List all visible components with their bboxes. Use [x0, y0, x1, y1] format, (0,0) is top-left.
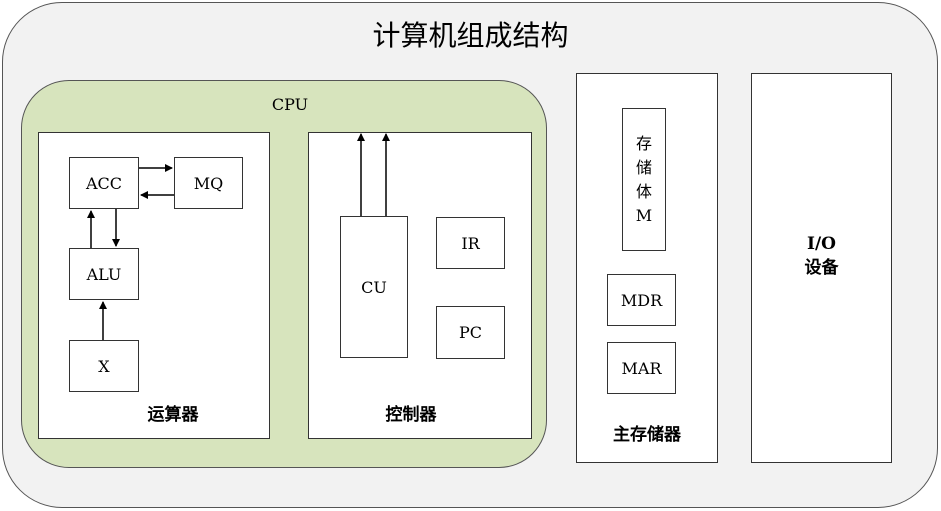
cpu-label: CPU: [271, 95, 309, 114]
storage-char-2: 储: [635, 157, 652, 177]
storage-char-4: M: [635, 205, 653, 225]
io-label-line2: 设备: [804, 258, 839, 278]
ir-box: IR: [436, 217, 505, 269]
io-panel: [751, 73, 892, 463]
memory-caption: 主存储器: [613, 425, 681, 445]
mq-box: MQ: [174, 157, 243, 209]
io-label: I/O 设备: [751, 232, 892, 280]
io-label-line1: I/O: [807, 234, 836, 254]
cu-box: CU: [340, 216, 408, 358]
storage-char-1: 存: [635, 133, 652, 153]
alu-panel-caption: 运算器: [147, 405, 199, 425]
storage-char-3: 体: [635, 181, 652, 201]
storage-body-box: 存 储 体 M: [622, 108, 666, 251]
x-box: X: [69, 340, 139, 392]
alu-box: ALU: [69, 248, 139, 300]
mdr-box: MDR: [607, 274, 676, 326]
pc-box: PC: [436, 306, 505, 359]
acc-box: ACC: [69, 157, 139, 209]
mar-box: MAR: [607, 342, 676, 394]
diagram-title: 计算机组成结构: [372, 19, 569, 52]
control-panel-caption: 控制器: [385, 405, 437, 425]
